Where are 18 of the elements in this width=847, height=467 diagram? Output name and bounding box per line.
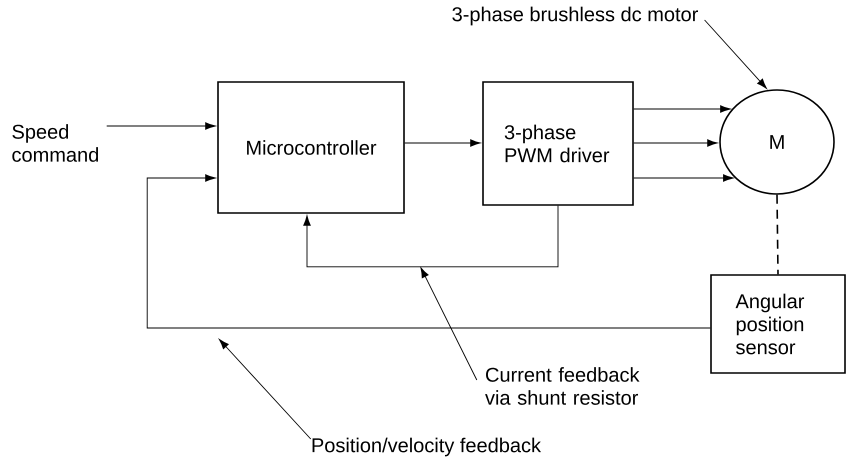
callout-text: Position/velocity feedback <box>312 438 542 456</box>
arrow <box>633 174 734 182</box>
sensor-box: Angular position sensor <box>710 274 846 374</box>
leader-line <box>420 267 478 380</box>
leader-line <box>704 20 767 89</box>
dashed-line <box>776 194 779 274</box>
callout-text: Current feedback via shunt resistor <box>485 367 640 405</box>
callout-text: 3-phase brushless dc motor <box>452 6 698 26</box>
arrow <box>633 105 731 113</box>
arrow <box>633 139 718 147</box>
input-label: Speed command <box>12 124 98 162</box>
process-box: 3-phase PWM driver <box>482 81 634 206</box>
arrow <box>404 139 481 147</box>
feedback-line <box>146 174 711 328</box>
feedback-line <box>303 205 558 268</box>
process-box: Microcontroller <box>217 81 405 214</box>
leader-line <box>218 339 312 440</box>
arrow <box>106 122 216 130</box>
